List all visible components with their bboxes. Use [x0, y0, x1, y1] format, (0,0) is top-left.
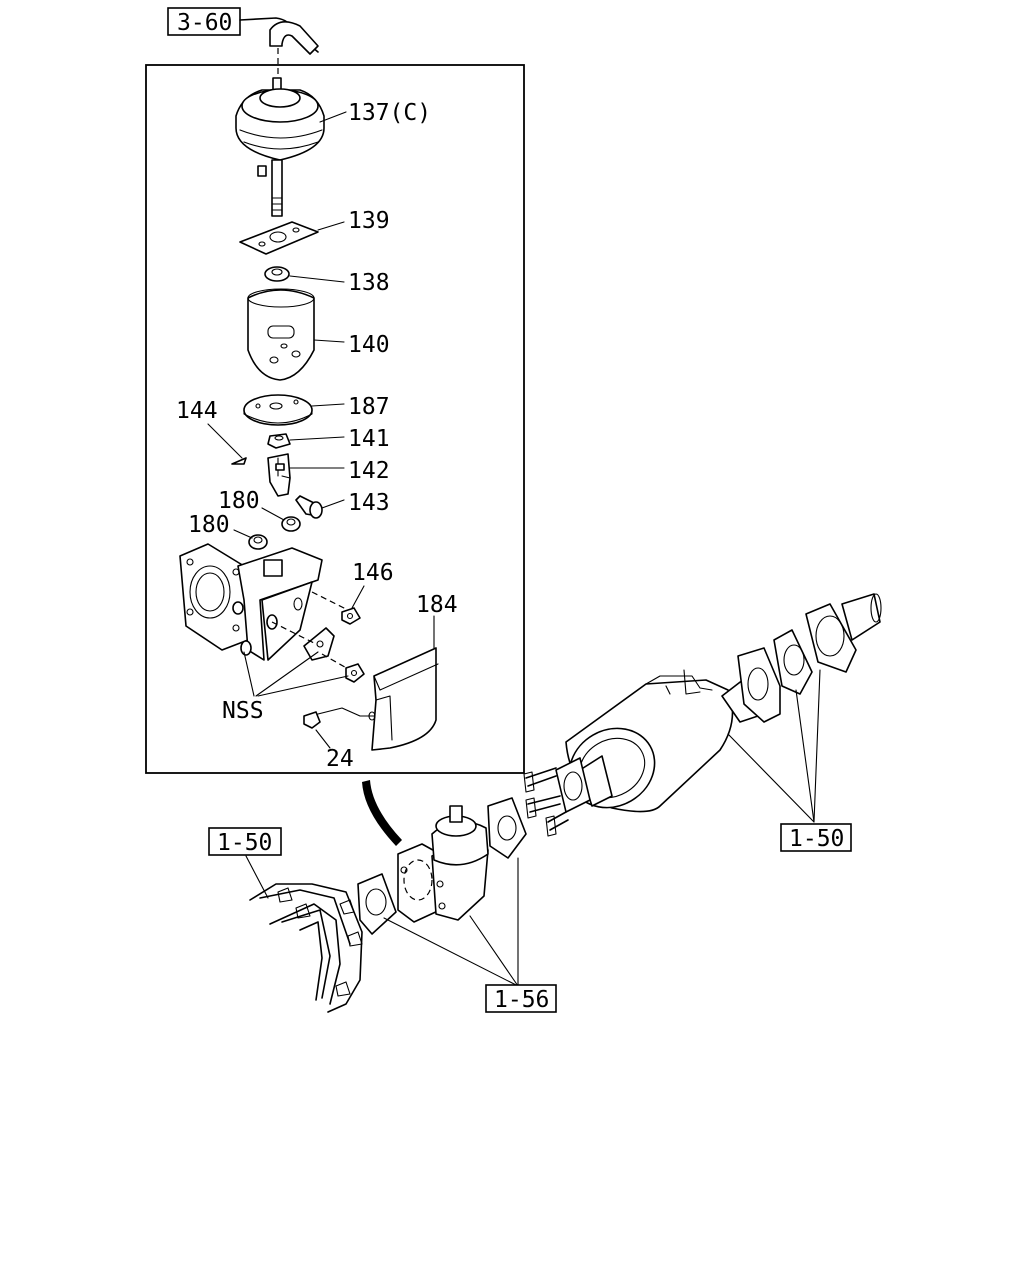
label-146: 146 [352, 560, 394, 586]
label-24: 24 [326, 746, 354, 772]
detail-callout-arrow [362, 780, 402, 846]
bolt-24 [303, 707, 375, 729]
nut-180-lower [248, 534, 268, 550]
gasket-plate-139 [239, 221, 319, 255]
nut-141 [267, 433, 291, 449]
label-144: 144 [176, 398, 218, 424]
label-138: 138 [348, 270, 390, 296]
clevis-pin-143 [295, 495, 323, 519]
catalytic-converter [523, 647, 781, 837]
label-143: 143 [348, 490, 390, 516]
exhaust-manifold [249, 883, 363, 1013]
cover-140 [247, 288, 315, 381]
ref-box-3-60[interactable]: 3-60 [167, 7, 241, 36]
svg-text:1-56: 1-56 [494, 987, 549, 1013]
nut-nss [345, 663, 365, 683]
nut-146 [341, 607, 361, 625]
leader-139 [317, 221, 345, 231]
leader-140 [313, 339, 345, 343]
tailpipe-flange [805, 593, 882, 673]
leader-1-50-left [245, 855, 269, 899]
svg-text:1-50: 1-50 [789, 826, 844, 852]
leader-141 [289, 436, 345, 441]
exhaust-brake-valve-assembly [397, 805, 489, 923]
leader-180-upper [261, 507, 285, 521]
heat-shield-184 [368, 647, 439, 751]
nut-180-upper [281, 516, 301, 532]
ref-box-1-50-left[interactable]: 1-50 [208, 827, 282, 856]
leader-137 [319, 111, 347, 123]
gasket-rear [773, 629, 813, 695]
valve-body-bracket [179, 543, 323, 661]
label-137c: 137(C) [348, 100, 431, 126]
label-187: 187 [348, 394, 390, 420]
label-141: 141 [348, 426, 390, 452]
plate-187 [243, 394, 313, 426]
leader-146 [351, 585, 365, 609]
gasket-right [487, 797, 527, 859]
leader-138 [289, 275, 345, 283]
nut-138 [264, 266, 290, 282]
leader-24 [315, 729, 331, 749]
label-180-upper: 180 [218, 488, 260, 514]
label-184: 184 [416, 592, 458, 618]
detail-frame [145, 64, 525, 774]
svg-text:1-50: 1-50 [217, 830, 272, 856]
label-140: 140 [348, 332, 390, 358]
leader-nss [243, 651, 349, 697]
label-nss: NSS [222, 698, 264, 724]
ref-box-1-50-right[interactable]: 1-50 [780, 823, 852, 852]
leader-144 [207, 423, 243, 459]
leader-180-lower [233, 529, 253, 539]
vacuum-actuator-137 [235, 77, 325, 217]
leader-1-56 [383, 857, 519, 987]
leader-187 [311, 403, 345, 407]
label-180-lower: 180 [188, 512, 230, 538]
label-142: 142 [348, 458, 390, 484]
leader-143 [321, 499, 345, 509]
svg-text:3-60: 3-60 [177, 10, 232, 36]
clevis-142 [267, 453, 291, 497]
cotter-pin-144 [231, 457, 247, 465]
gasket-left [357, 873, 397, 935]
label-139: 139 [348, 208, 390, 234]
leader-1-50-right [727, 669, 821, 823]
ref-box-1-56[interactable]: 1-56 [485, 984, 557, 1013]
vacuum-hose [239, 17, 319, 76]
